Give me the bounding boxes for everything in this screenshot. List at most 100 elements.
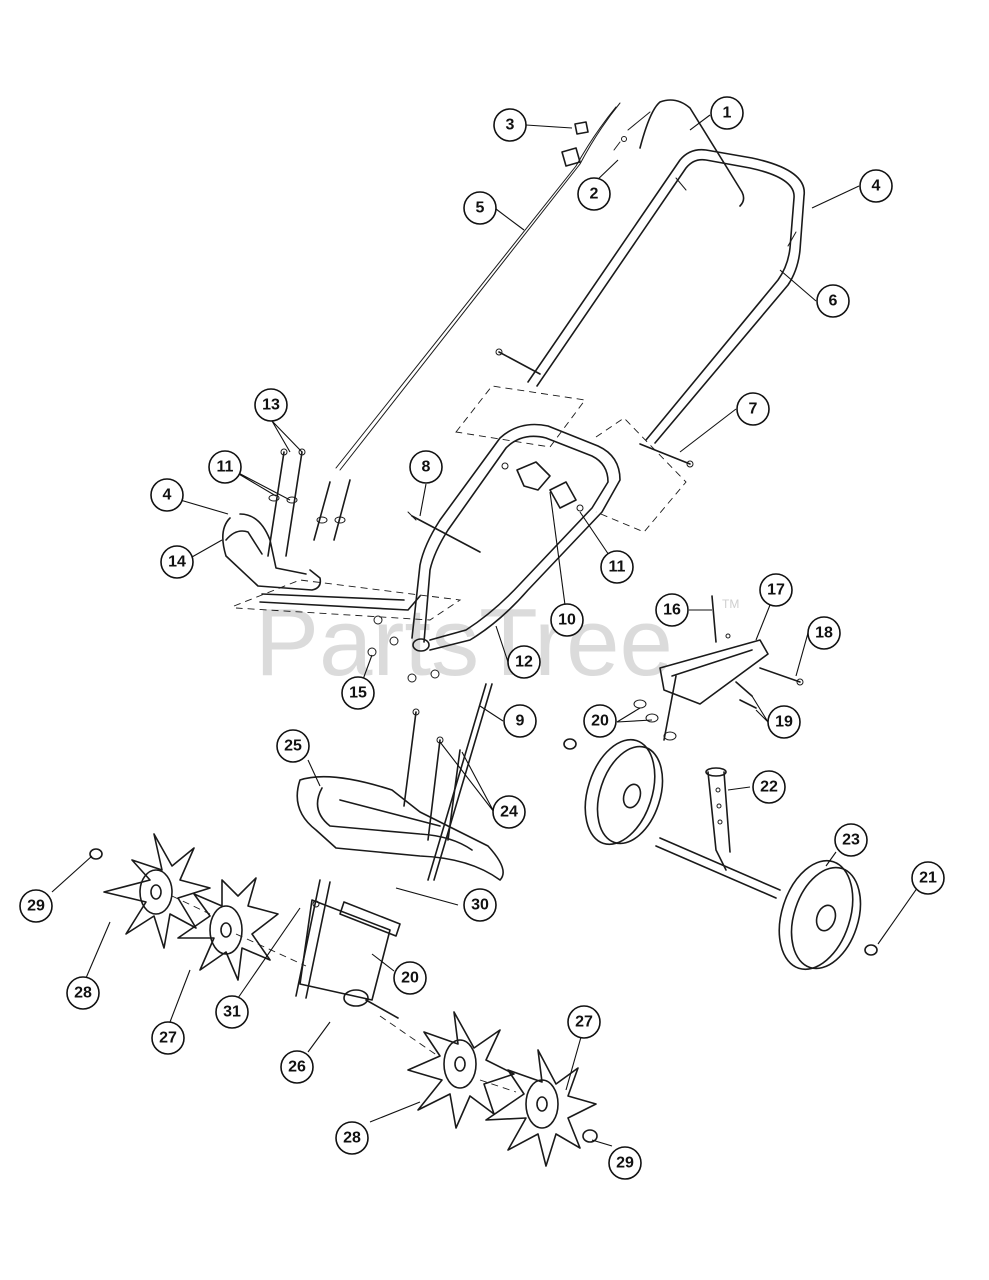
callout-label: 14 (168, 554, 186, 571)
callout-29-left[interactable]: 29 (19, 889, 53, 923)
nuts (367, 615, 440, 683)
callout-label: 11 (217, 459, 234, 476)
callout-label: 31 (223, 1004, 241, 1021)
callout-15[interactable]: 15 (341, 676, 375, 710)
callout-4-top[interactable]: 4 (859, 169, 893, 203)
callout-7[interactable]: 7 (736, 392, 770, 426)
left-handle-end (222, 513, 421, 611)
callout-label: 9 (516, 713, 525, 730)
callout-label: 19 (775, 714, 793, 731)
callout-3[interactable]: 3 (493, 108, 527, 142)
tine-upper-center (177, 877, 279, 981)
callout-label: 17 (767, 582, 785, 599)
callout-label: 20 (401, 970, 419, 987)
callout-label: 16 (663, 602, 681, 619)
callout-27-left[interactable]: 27 (151, 1021, 185, 1055)
callout-8[interactable]: 8 (409, 450, 443, 484)
callout-21[interactable]: 21 (911, 861, 945, 895)
leader-lines (51, 114, 921, 1147)
callout-1[interactable]: 1 (710, 96, 744, 130)
callout-label: 7 (749, 401, 758, 418)
callout-label: 24 (500, 804, 518, 821)
callout-label: 8 (422, 459, 431, 476)
callout-27-right[interactable]: 27 (567, 1005, 601, 1039)
tines (89, 833, 598, 1167)
assembly-guides (233, 385, 687, 621)
callout-label: 2 (590, 186, 599, 203)
callout-25[interactable]: 25 (276, 729, 310, 763)
handle-bolts (495, 348, 694, 468)
tine-upper-left (103, 833, 211, 949)
callout-label: 11 (609, 559, 626, 576)
callout-11-left[interactable]: 11 (208, 450, 242, 484)
callout-20-upper[interactable]: 20 (583, 704, 617, 738)
callout-22[interactable]: 22 (752, 770, 786, 804)
gearbox (295, 879, 401, 1019)
callout-28-lower[interactable]: 28 (335, 1121, 369, 1155)
callout-label: 26 (288, 1059, 306, 1076)
callout-6[interactable]: 6 (816, 284, 850, 318)
callout-label: 28 (74, 985, 92, 1002)
callout-label: 29 (27, 898, 45, 915)
callout-label: 29 (616, 1155, 634, 1172)
callout-4-left[interactable]: 4 (150, 478, 184, 512)
callout-2[interactable]: 2 (577, 177, 611, 211)
callout-label: 4 (872, 178, 881, 195)
callout-31[interactable]: 31 (215, 995, 249, 1029)
callout-23[interactable]: 23 (834, 823, 868, 857)
callout-24[interactable]: 24 (492, 795, 526, 829)
callout-label: 13 (262, 397, 280, 414)
callout-13[interactable]: 13 (254, 388, 288, 422)
upper-handle (527, 148, 805, 444)
callout-28-left[interactable]: 28 (66, 976, 100, 1010)
control-lever (627, 99, 745, 207)
callout-label: 5 (476, 200, 485, 217)
depth-bracket (633, 595, 804, 741)
callout-label: 27 (575, 1014, 593, 1031)
callout-label: 20 (591, 713, 609, 730)
callout-14[interactable]: 14 (160, 545, 194, 579)
transport-wheels (563, 738, 878, 971)
callout-label: 18 (815, 625, 833, 642)
callout-17[interactable]: 17 (759, 573, 793, 607)
control-cable (335, 102, 627, 471)
callout-label: 3 (506, 117, 515, 134)
shaft-bolts (403, 683, 493, 881)
callout-label: 4 (163, 487, 172, 504)
watermark-trademark: TM (722, 597, 739, 611)
tine-lower-right (485, 1049, 597, 1167)
callout-label: 27 (159, 1030, 177, 1047)
callout-20-lower[interactable]: 20 (393, 961, 427, 995)
callout-label: 12 (515, 654, 533, 671)
callout-16[interactable]: 16 (655, 593, 689, 627)
callout-30[interactable]: 30 (463, 888, 497, 922)
callout-label: 10 (558, 612, 576, 629)
callout-10[interactable]: 10 (550, 603, 584, 637)
callout-12[interactable]: 12 (507, 645, 541, 679)
callout-9[interactable]: 9 (503, 704, 537, 738)
callout-19[interactable]: 19 (767, 705, 801, 739)
callout-label: 1 (723, 105, 732, 122)
tine-shield (296, 775, 504, 881)
callout-label: 15 (349, 685, 367, 702)
long-bolt (407, 511, 481, 553)
callout-label: 25 (284, 738, 302, 755)
callout-5[interactable]: 5 (463, 191, 497, 225)
watermark-text: PartsTree (255, 589, 673, 696)
watermark: PartsTree TM (255, 589, 739, 696)
lower-handle (411, 423, 621, 652)
callout-18[interactable]: 18 (807, 616, 841, 650)
tine-lower-center (407, 1011, 515, 1129)
callout-label: 23 (842, 832, 860, 849)
callout-11-right[interactable]: 11 (600, 550, 634, 584)
callout-29-lower[interactable]: 29 (608, 1146, 642, 1180)
bolt-set-left (267, 448, 351, 557)
callout-label: 21 (919, 870, 937, 887)
callout-label: 6 (829, 293, 838, 310)
callouts: 1 2 3 4 5 6 7 13 11 8 4 14 11 10 16 17 1… (19, 96, 945, 1180)
callout-label: 22 (760, 779, 778, 796)
callout-label: 30 (471, 897, 489, 914)
cable-clamps (501, 461, 584, 512)
callout-26[interactable]: 26 (280, 1050, 314, 1084)
